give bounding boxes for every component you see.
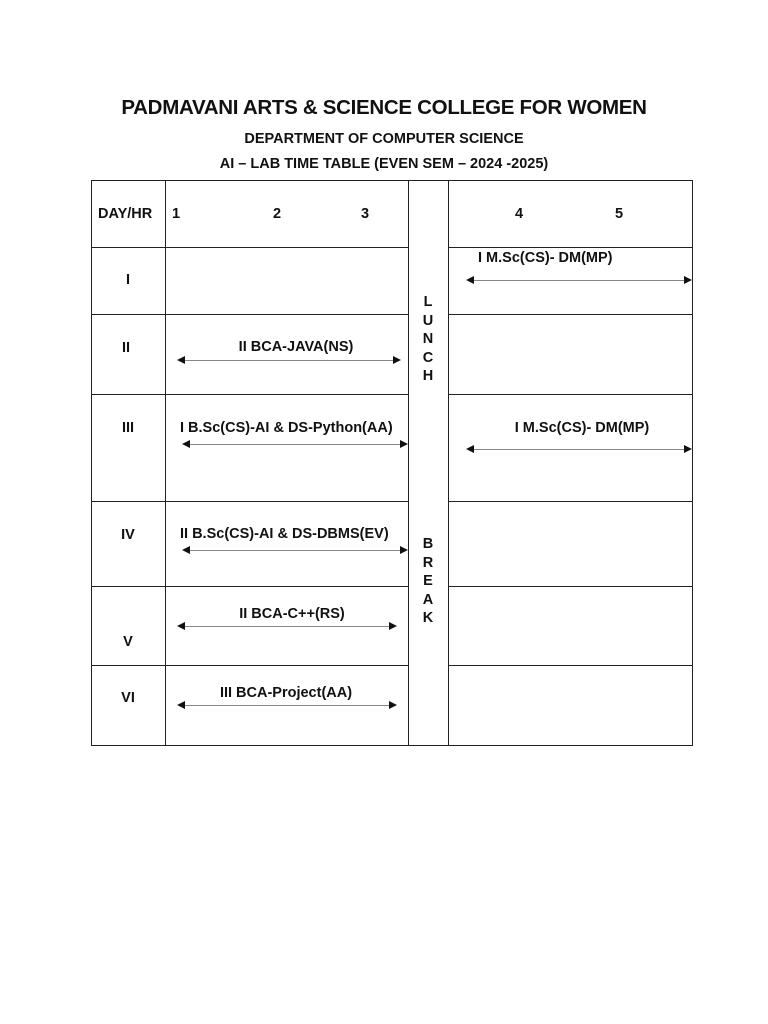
span-arrow-icon bbox=[177, 356, 401, 365]
session-label: I M.Sc(CS)- DM(MP) bbox=[478, 250, 613, 266]
divider bbox=[91, 247, 408, 248]
day-label: VI bbox=[121, 690, 135, 706]
session-label: II B.Sc(CS)-AI & DS-DBMS(EV) bbox=[180, 526, 389, 542]
day-label: V bbox=[123, 634, 133, 650]
divider bbox=[448, 180, 449, 745]
session-label: I B.Sc(CS)-AI & DS-Python(AA) bbox=[180, 420, 393, 436]
hour-header: 1 bbox=[172, 206, 181, 222]
divider bbox=[408, 180, 409, 745]
divider bbox=[165, 180, 166, 745]
span-arrow-icon bbox=[466, 445, 692, 454]
span-arrow-icon bbox=[182, 546, 408, 555]
college-name: PADMAVANI ARTS & SCIENCE COLLEGE FOR WOM… bbox=[121, 96, 647, 119]
span-arrow-icon bbox=[177, 622, 397, 631]
span-arrow-icon bbox=[177, 701, 397, 710]
divider bbox=[448, 247, 692, 248]
span-arrow-icon bbox=[182, 440, 408, 449]
timetable-title: AI – LAB TIME TABLE (EVEN SEM – 2024 -20… bbox=[219, 156, 549, 172]
day-label: III bbox=[121, 420, 135, 436]
table-border bbox=[91, 180, 693, 746]
span-arrow-icon bbox=[466, 276, 692, 285]
lunch-label: L U N C H bbox=[422, 294, 434, 384]
hour-header: 2 bbox=[272, 206, 282, 222]
hour-header: 3 bbox=[360, 206, 370, 222]
divider bbox=[448, 501, 692, 502]
session-label: II BCA-JAVA(NS) bbox=[238, 339, 354, 355]
divider bbox=[91, 314, 408, 315]
session-label: II BCA-C++(RS) bbox=[239, 606, 345, 622]
break-label: B R E A K bbox=[422, 536, 434, 626]
day-label: II bbox=[121, 340, 131, 356]
hour-header: 5 bbox=[614, 206, 624, 222]
corner-header: DAY/HR bbox=[98, 206, 153, 222]
divider bbox=[448, 394, 692, 395]
day-label: IV bbox=[121, 527, 135, 543]
divider bbox=[448, 665, 692, 666]
divider bbox=[448, 586, 692, 587]
divider bbox=[91, 394, 408, 395]
department-name: DEPARTMENT OF COMPUTER SCIENCE bbox=[244, 131, 524, 147]
hour-header: 4 bbox=[514, 206, 524, 222]
day-label: I bbox=[125, 272, 131, 288]
divider bbox=[91, 586, 408, 587]
divider bbox=[91, 665, 408, 666]
session-label: I M.Sc(CS)- DM(MP) bbox=[514, 420, 650, 436]
session-label: III BCA-Project(AA) bbox=[219, 685, 353, 701]
divider bbox=[448, 314, 692, 315]
divider bbox=[91, 501, 408, 502]
